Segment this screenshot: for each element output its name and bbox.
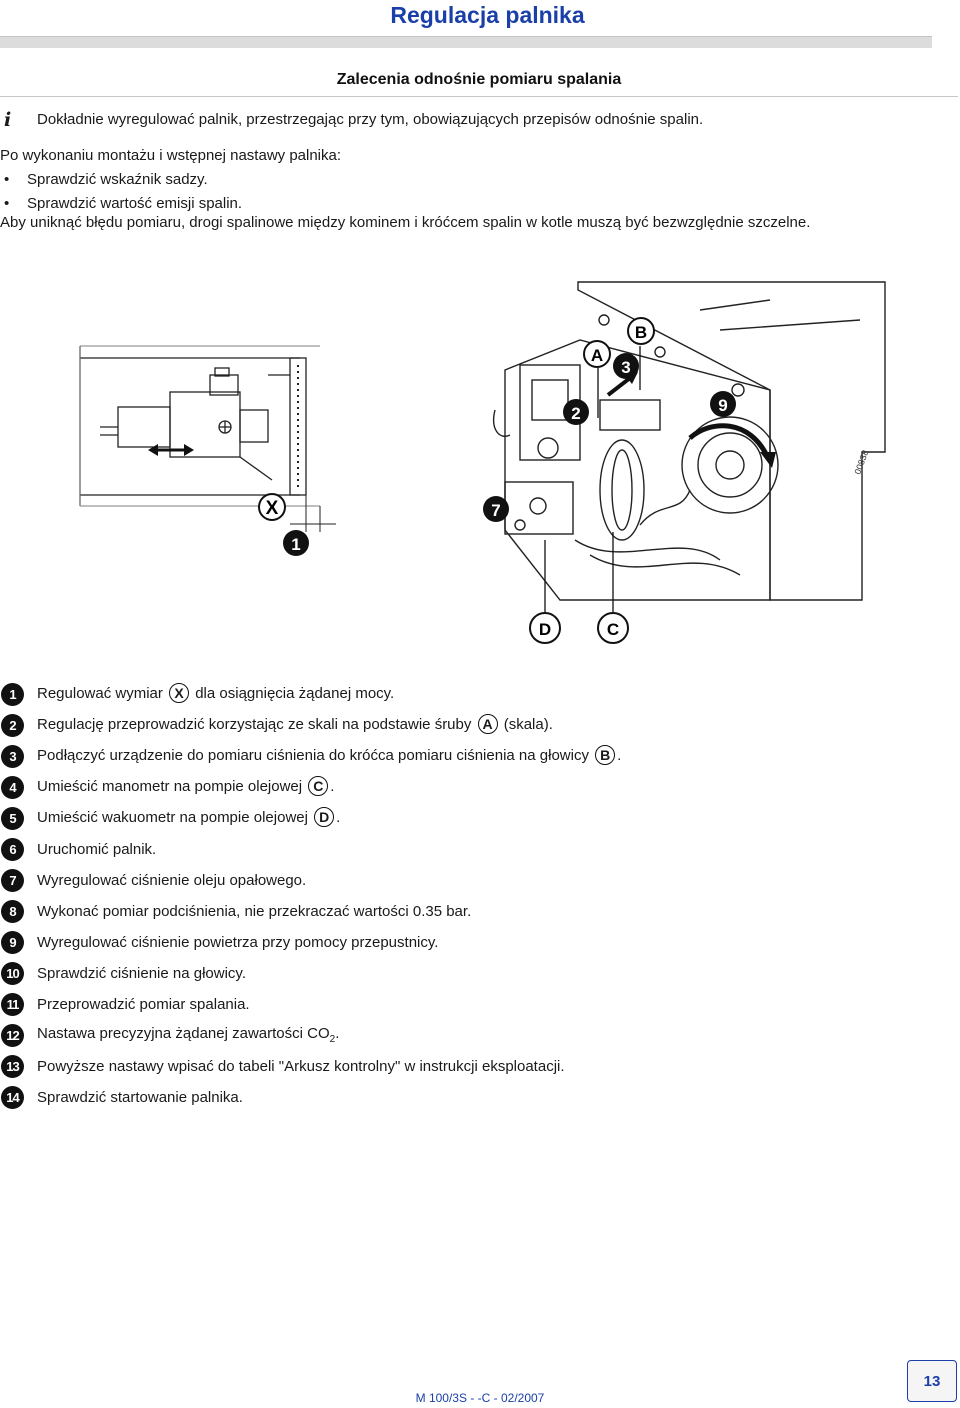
step-number-icon: 14 xyxy=(1,1085,24,1109)
callout-1-label: 1 xyxy=(291,535,300,554)
callout-d: D xyxy=(529,612,561,644)
step-text: Umieścić wakuometr na pompie olejowej D. xyxy=(37,807,341,828)
burner-diagram: X 1 A B 3 2 9 7 D C 00838 xyxy=(79,281,886,644)
footer-doc-id: M 100/3S - -C - 02/2007 xyxy=(415,1391,545,1405)
step-number-icon: 7 xyxy=(1,868,24,892)
step-text-main: Umieścić manometr na pompie olejowej xyxy=(37,777,303,795)
callout-2-label: 2 xyxy=(571,404,580,423)
step-reference-marker: X xyxy=(169,683,190,703)
step-number-icon: 3 xyxy=(1,744,24,768)
callout-3-label: 3 xyxy=(621,358,630,377)
step-number-icon: 4 xyxy=(1,775,24,799)
step-text-main: Regulować wymiar xyxy=(37,684,163,702)
leader-lines xyxy=(544,346,641,612)
step-text: Regulować wymiar X dla osiągnięcia żądan… xyxy=(37,683,395,704)
step-text-main: Wyregulować ciśnienie oleju opałowego. xyxy=(37,871,307,889)
warning-text: Aby uniknąć błędu pomiaru, drogi spalino… xyxy=(0,214,811,231)
step-number-icon: 13 xyxy=(1,1054,24,1078)
step-text-main: Wyregulować ciśnienie powietrza przy pom… xyxy=(37,933,439,951)
step-text: Wyregulować ciśnienie oleju opałowego. xyxy=(37,872,306,889)
step-text: Wykonać pomiar podciśnienia, nie przekra… xyxy=(37,903,471,920)
callout-9-label: 9 xyxy=(718,396,727,415)
step-number-icon: 9 xyxy=(1,930,24,954)
step-text: Uruchomić palnik. xyxy=(37,841,156,858)
step-text: Sprawdzić ciśnienie na głowicy. xyxy=(37,965,246,982)
title-bar xyxy=(0,36,932,48)
step-number-icon: 2 xyxy=(1,713,24,737)
intro-text: Po wykonaniu montażu i wstępnej nastawy … xyxy=(0,147,342,164)
step-number-icon: 1 xyxy=(1,682,24,706)
bullet-item: • Sprawdzić wartość emisji spalin. xyxy=(0,195,242,213)
burner-housing-drawing xyxy=(493,281,886,601)
callout-9: 9 xyxy=(710,391,736,417)
adjustment-arrow-icon xyxy=(148,444,194,456)
step-text-main: Powyższe nastawy wpisać do tabeli "Arkus… xyxy=(37,1057,565,1075)
step-text-tail: . xyxy=(617,746,622,764)
callout-7: 7 xyxy=(483,496,509,522)
figure-code: 00838 xyxy=(852,449,870,476)
callout-x: X xyxy=(258,493,286,521)
step-number-icon: 10 xyxy=(1,961,24,985)
step-number-icon: 5 xyxy=(1,806,24,830)
callout-2: 2 xyxy=(563,399,589,425)
step-text: Przeprowadzić pomiar spalania. xyxy=(37,996,250,1013)
section-heading: Zalecenia odnośnie pomiaru spalania xyxy=(336,71,622,88)
step-text: Powyższe nastawy wpisać do tabeli "Arkus… xyxy=(37,1058,565,1075)
step-text-tail: (skala). xyxy=(503,715,553,733)
step-text-main: Wykonać pomiar podciśnienia, nie przekra… xyxy=(37,902,472,920)
step-text-main: Uruchomić palnik. xyxy=(37,840,157,858)
step-text: Nastawa precyzyjna żądanej zawartości CO… xyxy=(37,1025,339,1045)
step-number-icon: 11 xyxy=(1,992,24,1016)
step-reference-marker: C xyxy=(308,776,329,796)
section-divider xyxy=(0,96,958,97)
step-text-main: Nastawa precyzyjna żądanej zawartości CO xyxy=(37,1025,330,1042)
bullet-item: • Sprawdzić wskaźnik sadzy. xyxy=(0,171,208,189)
callout-d-label: D xyxy=(539,620,551,639)
callout-b: B xyxy=(627,317,655,345)
page-title: Regulacja palnika xyxy=(390,2,585,28)
bullet-icon: • xyxy=(4,195,10,212)
bullet-text: Sprawdzić wartość emisji spalin. xyxy=(27,195,243,212)
callout-a-label: A xyxy=(591,346,603,365)
callout-b-label: B xyxy=(635,323,647,342)
callout-c-label: C xyxy=(607,620,619,639)
step-text-tail: . xyxy=(335,1025,340,1042)
step-subscript: 2 xyxy=(329,1034,336,1045)
step-text: Sprawdzić startowanie palnika. xyxy=(37,1089,243,1106)
step-text-tail: dla osiągnięcia żądanej mocy. xyxy=(195,684,395,702)
step-text-tail: . xyxy=(336,808,341,826)
step-text-main: Umieścić wakuometr na pompie olejowej xyxy=(37,808,308,826)
callout-a: A xyxy=(583,340,611,368)
step-text: Wyregulować ciśnienie powietrza przy pom… xyxy=(37,934,438,951)
step-number-icon: 6 xyxy=(1,837,24,861)
step-text-main: Regulację przeprowadzić korzystając ze s… xyxy=(37,715,472,733)
callout-1: 1 xyxy=(283,530,309,556)
rotation-arrow-icon xyxy=(688,423,776,468)
step-text: Regulację przeprowadzić korzystając ze s… xyxy=(37,714,553,735)
step-text-tail: . xyxy=(330,777,335,795)
step-number-icon: 8 xyxy=(1,899,24,923)
info-icon: i xyxy=(4,109,12,131)
callout-c: C xyxy=(597,612,629,644)
step-text-main: Podłączyć urządzenie do pomiaru ciśnieni… xyxy=(37,746,589,764)
step-text: Podłączyć urządzenie do pomiaru ciśnieni… xyxy=(37,745,622,766)
callout-x-label: X xyxy=(266,498,279,519)
bullet-icon: • xyxy=(4,171,10,188)
callout-7-label: 7 xyxy=(491,501,500,520)
callout-3: 3 xyxy=(613,353,639,379)
step-text-main: Przeprowadzić pomiar spalania. xyxy=(37,995,250,1013)
step-text: Umieścić manometr na pompie olejowej C. xyxy=(37,776,335,797)
page-number: 13 xyxy=(907,1360,957,1402)
info-text: Dokładnie wyregulować palnik, przestrzeg… xyxy=(37,111,704,128)
step-number-icon: 12 xyxy=(1,1023,24,1047)
step-text-main: Sprawdzić startowanie palnika. xyxy=(37,1088,243,1106)
step-reference-marker: D xyxy=(314,807,335,827)
step-reference-marker: B xyxy=(595,745,616,765)
step-reference-marker: A xyxy=(477,714,498,734)
head-detail-drawing xyxy=(79,345,336,532)
bullet-text: Sprawdzić wskaźnik sadzy. xyxy=(27,171,208,188)
step-text-main: Sprawdzić ciśnienie na głowicy. xyxy=(37,964,246,982)
